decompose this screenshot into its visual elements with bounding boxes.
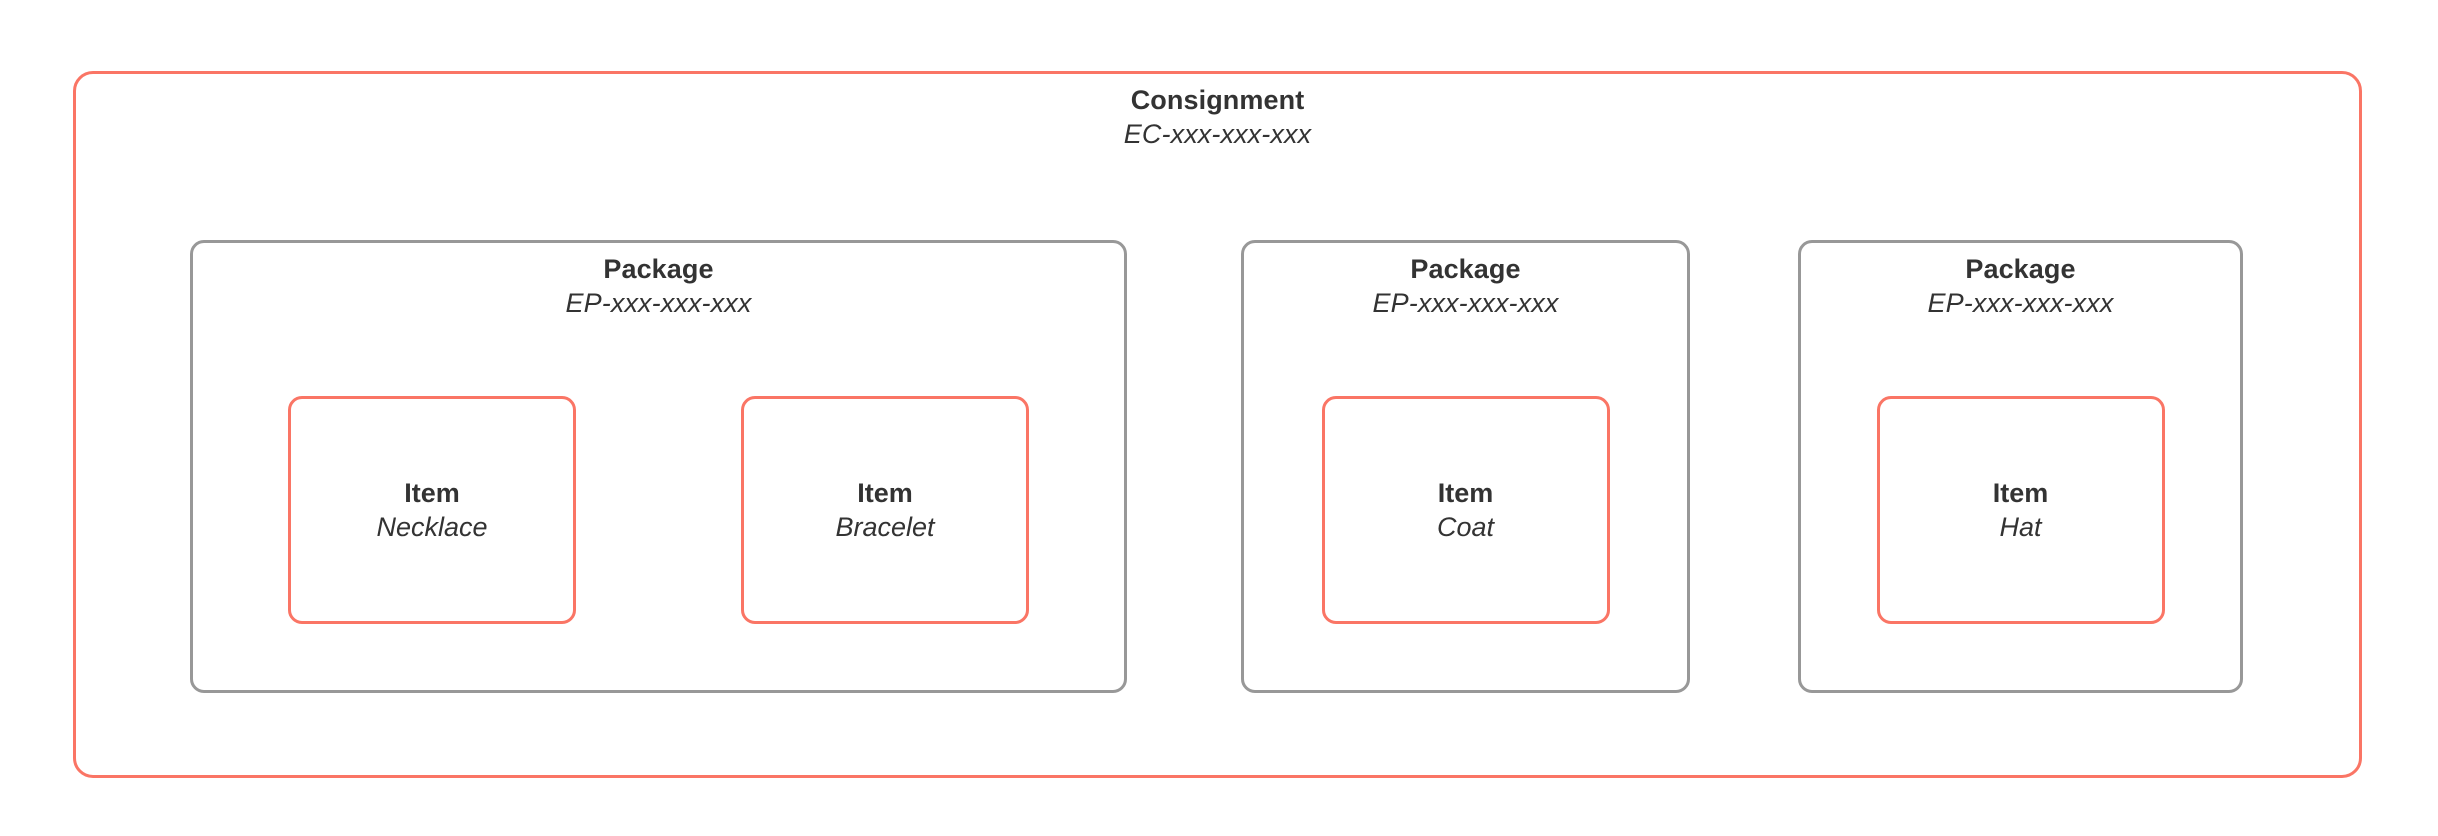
item-value: Coat <box>1436 512 1495 542</box>
package-container: Package EP-xxx-xxx-xxx Item Hat <box>1798 240 2243 693</box>
items-row: Item Coat <box>1244 396 1687 624</box>
package-header: Package EP-xxx-xxx-xxx <box>1244 252 1687 320</box>
packages-row: Package EP-xxx-xxx-xxx Item Necklace Ite… <box>190 240 2243 693</box>
package-reference: EP-xxx-xxx-xxx <box>1372 288 1559 318</box>
item-label: Item <box>404 478 460 508</box>
package-container: Package EP-xxx-xxx-xxx Item Coat <box>1241 240 1690 693</box>
package-label: Package <box>603 254 714 284</box>
item-box: Item Coat <box>1321 396 1610 624</box>
item-box: Item Hat <box>1876 396 2165 624</box>
item-label: Item <box>857 478 913 508</box>
consignment-header: Consignment EC-xxx-xxx-xxx <box>76 83 2359 151</box>
item-box: Item Necklace <box>288 396 576 624</box>
consignment-reference: EC-xxx-xxx-xxx <box>1123 119 1312 149</box>
items-row: Item Necklace Item Bracelet <box>193 396 1124 624</box>
package-label: Package <box>1410 254 1521 284</box>
item-value: Necklace <box>376 512 488 542</box>
package-header: Package EP-xxx-xxx-xxx <box>193 252 1124 320</box>
consignment-label: Consignment <box>1130 85 1305 115</box>
package-reference: EP-xxx-xxx-xxx <box>1927 288 2114 318</box>
package-reference: EP-xxx-xxx-xxx <box>565 288 752 318</box>
package-container: Package EP-xxx-xxx-xxx Item Necklace Ite… <box>190 240 1127 693</box>
package-header: Package EP-xxx-xxx-xxx <box>1801 252 2240 320</box>
item-value: Bracelet <box>835 512 935 542</box>
item-label: Item <box>1992 478 2049 508</box>
item-label: Item <box>1437 478 1494 508</box>
package-label: Package <box>1965 254 2076 284</box>
items-row: Item Hat <box>1801 396 2240 624</box>
item-box: Item Bracelet <box>741 396 1029 624</box>
consignment-container: Consignment EC-xxx-xxx-xxx Package EP-xx… <box>73 71 2362 778</box>
item-value: Hat <box>1999 512 2042 542</box>
